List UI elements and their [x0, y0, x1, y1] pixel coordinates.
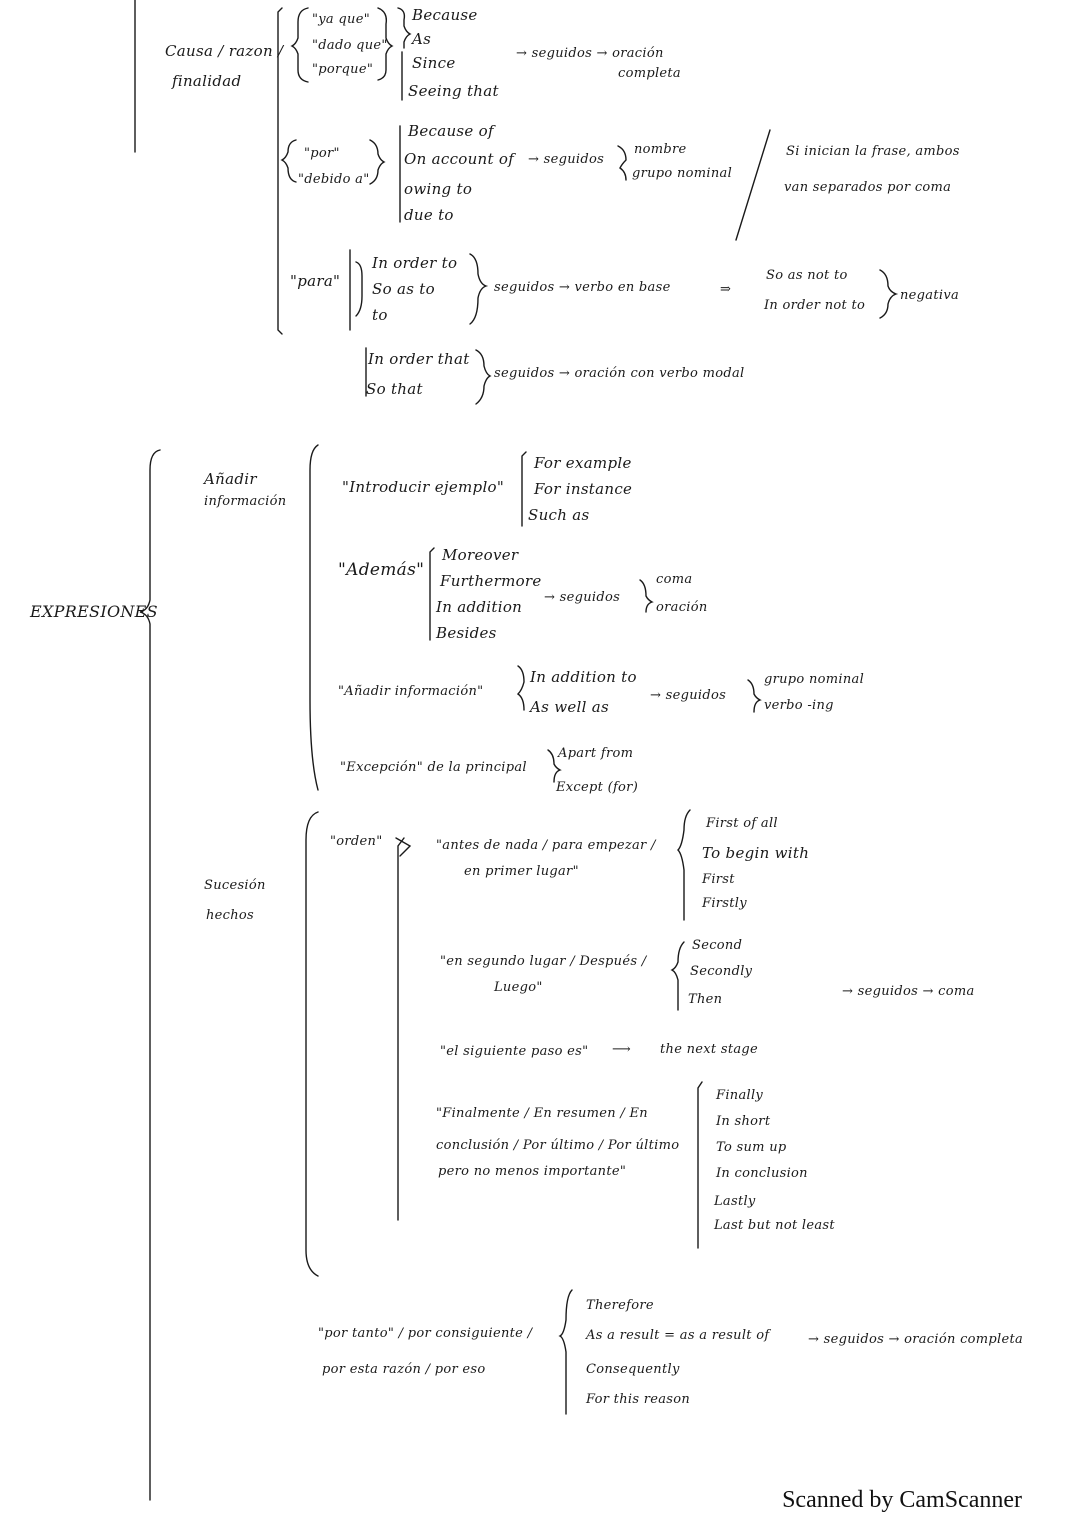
- causa-a-es-2: "dado que": [312, 38, 388, 53]
- siguiente-es: "el siguiente paso es": [440, 1044, 589, 1059]
- causa-label-2: finalidad: [172, 72, 242, 90]
- causa-b-en-1: Because of: [408, 122, 494, 140]
- consecuencia-en-1: Therefore: [586, 1298, 654, 1313]
- anadir-ademas-en-4: Besides: [436, 624, 497, 642]
- scanner-watermark: Scanned by CamScanner: [782, 1487, 1022, 1513]
- primero-es-2: en primer lugar": [464, 864, 579, 879]
- causa-b-option-1: nombre: [634, 142, 687, 157]
- primero-en-3: First: [702, 872, 735, 887]
- causa-a-note-1: → seguidos → oración: [516, 46, 664, 61]
- root-label: EXPRESIONES: [30, 602, 158, 621]
- segundo-en-1: Second: [692, 938, 743, 953]
- anadir-info-note: → seguidos: [650, 688, 727, 703]
- causa-label-1: Causa / razon /: [165, 42, 284, 60]
- causa-d-en-2: So that: [366, 380, 423, 398]
- causa-d-en-1: In order that: [368, 350, 470, 368]
- causa-b-side-note-1: Si inician la frase, ambos: [786, 144, 960, 159]
- siguiente-arrow: ⟶: [612, 1042, 631, 1057]
- causa-c-arrow: ⇒: [720, 282, 732, 297]
- consecuencia-en-4: For this reason: [586, 1392, 691, 1407]
- causa-c-en-3: to: [372, 306, 388, 324]
- causa-b-en-4: due to: [404, 206, 454, 224]
- primero-es-1: "antes de nada / para empezar /: [436, 838, 656, 853]
- consecuencia-es-2: por esta razón / por eso: [322, 1362, 486, 1377]
- causa-c-note: seguidos → verbo en base: [494, 280, 671, 295]
- causa-c-en-1: In order to: [372, 254, 458, 272]
- causa-b-en-3: owing to: [404, 180, 473, 198]
- anadir-ademas-en-3: In addition: [436, 598, 523, 616]
- causa-c-neg-label: negativa: [900, 288, 960, 303]
- consecuencia-note: → seguidos → oración completa: [808, 1332, 1024, 1347]
- causa-a-en-2: As: [412, 30, 432, 48]
- anadir-ademas-en-2: Furthermore: [440, 572, 542, 590]
- consecuencia-en-2: As a result = as a result of: [586, 1328, 770, 1343]
- anadir-ademas-note: → seguidos: [544, 590, 621, 605]
- consecuencia-en-3: Consequently: [586, 1362, 680, 1377]
- causa-a-es-1: "ya que": [312, 12, 370, 27]
- primero-en-4: Firstly: [702, 896, 747, 911]
- causa-d-note: seguidos → oración con verbo modal: [494, 366, 745, 381]
- anadir-ademas-option-2: oración: [656, 600, 708, 615]
- final-en-2: In short: [716, 1114, 771, 1129]
- segundo-es-2: Luego": [494, 980, 543, 995]
- anadir-ejemplo-en-3: Such as: [528, 506, 590, 524]
- sucesion-label-2: hechos: [206, 908, 255, 923]
- segundo-en-2: Secondly: [690, 964, 753, 979]
- anadir-info-en-1: In addition to: [530, 668, 637, 686]
- causa-c-neg-1: So as not to: [766, 268, 848, 283]
- consecuencia-es-1: "por tanto" / por consiguiente /: [318, 1326, 533, 1341]
- primero-en-1: First of all: [706, 816, 778, 831]
- final-en-1: Finally: [716, 1088, 764, 1103]
- anadir-excepcion-es: "Excepción" de la principal: [340, 760, 527, 775]
- causa-b-es-1: "por": [304, 146, 340, 161]
- causa-b-en-2: On account of: [404, 150, 515, 168]
- anadir-ejemplo-en-1: For example: [534, 454, 632, 472]
- segundo-es-1: "en segundo lugar / Después /: [440, 954, 647, 969]
- anadir-info-option-2: verbo -ing: [764, 698, 834, 713]
- causa-b-note: → seguidos: [528, 152, 605, 167]
- causa-a-en-3: Since: [412, 54, 456, 72]
- causa-c-es: "para": [290, 272, 341, 290]
- causa-c-neg-2: In order not to: [764, 298, 866, 313]
- anadir-label-2: información: [204, 494, 287, 509]
- final-en-5: Lastly: [714, 1194, 756, 1209]
- anadir-info-es: "Añadir información": [338, 684, 484, 699]
- anadir-info-option-1: grupo nominal: [764, 672, 865, 687]
- causa-b-side-note-2: van separados por coma: [784, 180, 952, 195]
- anadir-ademas-en-1: Moreover: [442, 546, 519, 564]
- anadir-excepcion-en-2: Except (for): [556, 780, 639, 795]
- sucesion-orden: "orden": [330, 834, 383, 849]
- anadir-ademas-es: "Además": [338, 560, 425, 580]
- causa-a-note-2: completa: [618, 66, 681, 81]
- final-es-2: conclusión / Por último / Por último: [436, 1138, 680, 1153]
- causa-c-en-2: So as to: [372, 280, 435, 298]
- primero-en-2: To begin with: [702, 844, 810, 862]
- final-en-4: In conclusion: [716, 1166, 808, 1181]
- anadir-excepcion-en-1: Apart from: [558, 746, 634, 761]
- causa-b-es-2: "debido a": [298, 172, 370, 187]
- final-en-3: To sum up: [716, 1140, 787, 1155]
- anadir-ejemplo-es: "Introducir ejemplo": [342, 478, 505, 496]
- siguiente-en: the next stage: [660, 1042, 759, 1057]
- anadir-label-1: Añadir: [204, 470, 257, 488]
- sucesion-label-1: Sucesión: [204, 878, 266, 893]
- final-es-1: "Finalmente / En resumen / En: [436, 1106, 648, 1121]
- anadir-ademas-option-1: coma: [656, 572, 693, 587]
- final-en-6: Last but not least: [714, 1218, 835, 1233]
- segundo-note: → seguidos → coma: [842, 984, 975, 999]
- anadir-info-en-2: As well as: [530, 698, 610, 716]
- causa-a-es-3: "porque": [312, 62, 374, 77]
- causa-b-option-2: grupo nominal: [632, 166, 733, 181]
- causa-a-en-4: Seeing that: [408, 82, 499, 100]
- anadir-ejemplo-en-2: For instance: [534, 480, 633, 498]
- final-es-3: pero no menos importante": [438, 1164, 627, 1179]
- causa-a-en-1: Because: [412, 6, 478, 24]
- segundo-en-3: Then: [688, 992, 723, 1007]
